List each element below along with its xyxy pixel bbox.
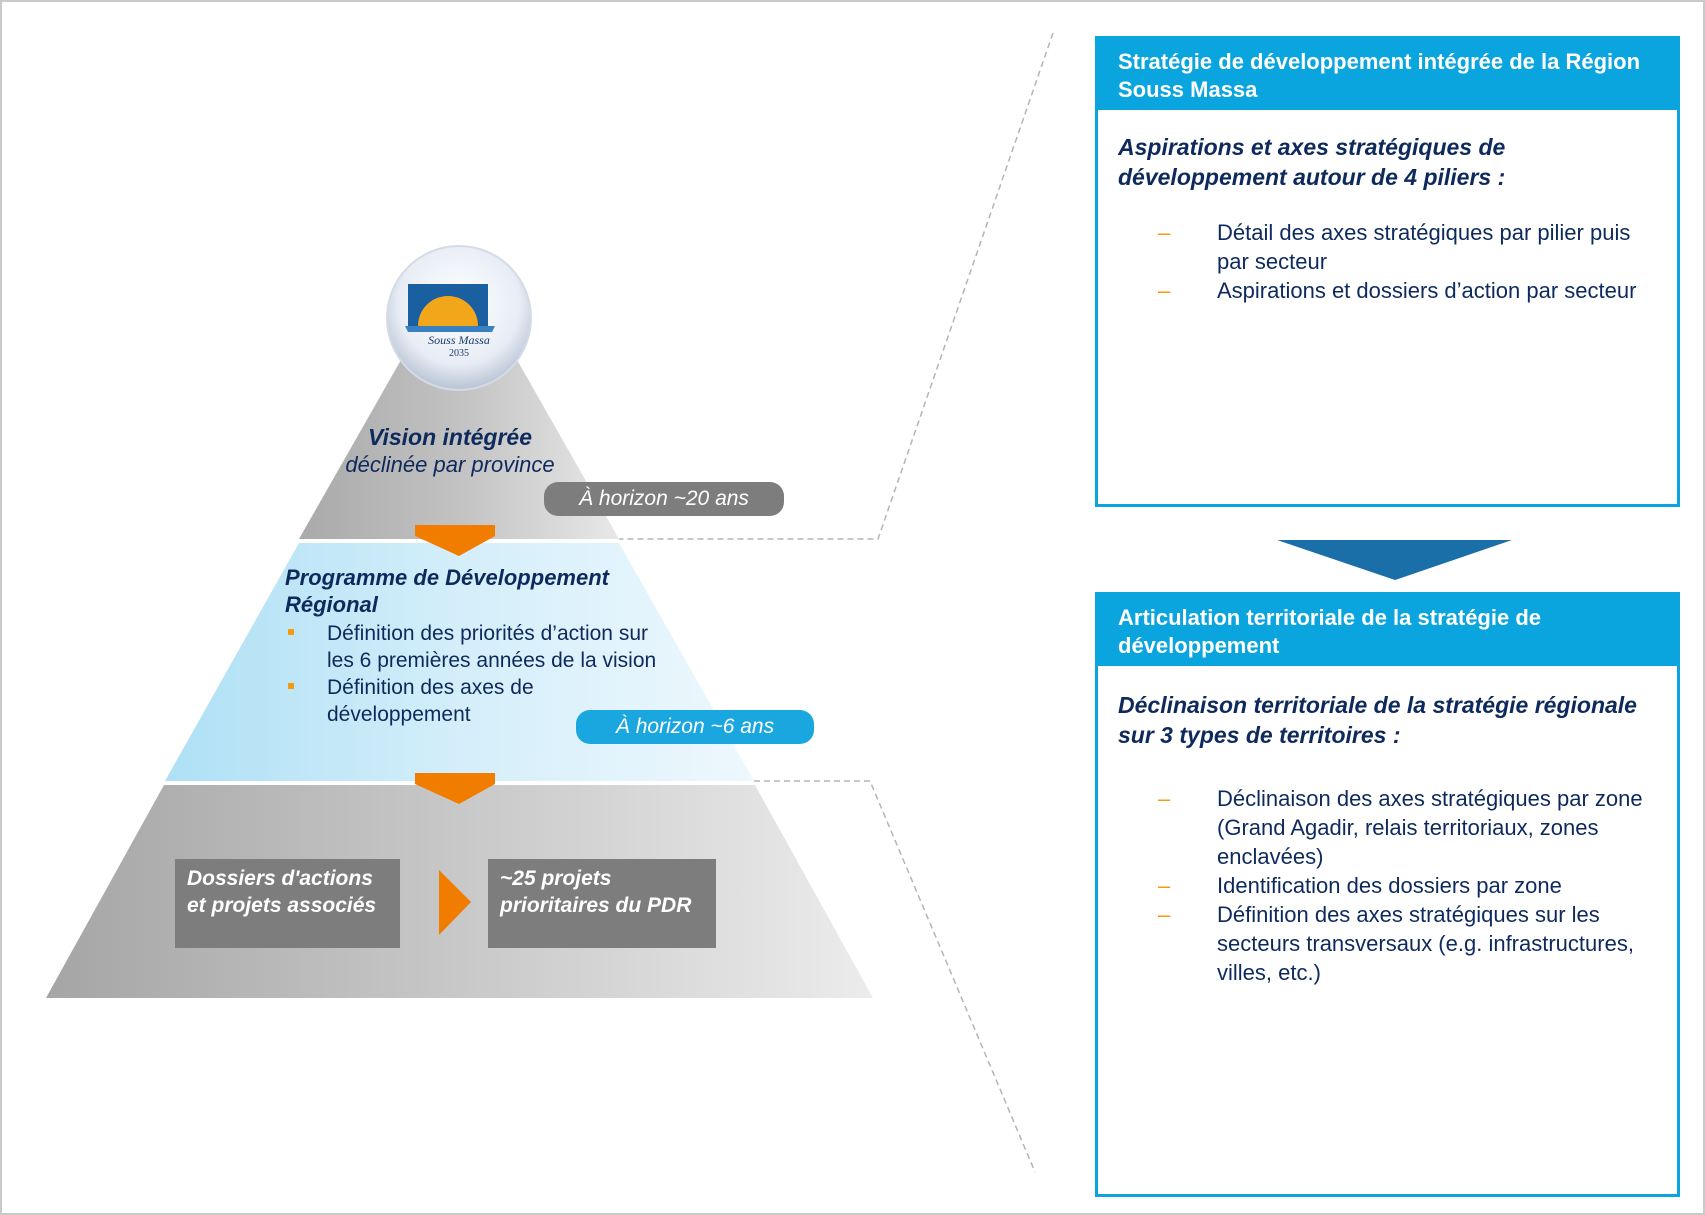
pdr-bullet-list: Définition des priorités d’action sur le… bbox=[285, 620, 665, 728]
arrow-right-icon bbox=[439, 870, 471, 935]
logo-year: 2035 bbox=[449, 348, 469, 359]
panel-item-list: –Déclinaison des axes stratégiques par z… bbox=[1098, 784, 1677, 987]
territorial-panel: Articulation territoriale de la stratégi… bbox=[1095, 592, 1680, 1197]
connector-bottom bbox=[754, 780, 1036, 1173]
list-item: Définition des priorités d’action sur le… bbox=[285, 620, 665, 674]
dash-bullet-icon: – bbox=[1158, 220, 1171, 245]
pyramid-top-tier bbox=[299, 258, 619, 539]
dash-bullet-icon: – bbox=[1158, 786, 1171, 811]
dash-bullet-icon: – bbox=[1158, 902, 1171, 927]
chevron-down-icon bbox=[415, 525, 495, 556]
bullet-square-icon bbox=[288, 629, 294, 635]
list-item: –Définition des axes stratégiques sur le… bbox=[1158, 902, 1634, 985]
dash-bullet-icon: – bbox=[1158, 873, 1171, 898]
list-item: –Détail des axes stratégiques par pilier… bbox=[1158, 220, 1631, 274]
list-item: Définition des axes de développement bbox=[285, 674, 665, 728]
horizon-6-badge: À horizon ~6 ans bbox=[576, 710, 814, 744]
vision-subtitle: déclinée par province bbox=[345, 452, 555, 477]
connector-top bbox=[619, 32, 1054, 540]
vision-title: Vision intégrée bbox=[367, 424, 533, 450]
list-item: –Aspirations et dossiers d’action par se… bbox=[1158, 278, 1637, 303]
bullet-square-icon bbox=[288, 683, 294, 689]
pdr-title: Programme de Développement Régional bbox=[285, 565, 609, 617]
dash-bullet-icon: – bbox=[1158, 278, 1171, 303]
action-dossiers-box: Dossiers d'actions et projets associés bbox=[175, 859, 400, 948]
panel-header: Stratégie de développement intégrée de l… bbox=[1098, 39, 1677, 110]
strategy-panel: Stratégie de développement intégrée de l… bbox=[1095, 36, 1680, 507]
list-item: –Déclinaison des axes stratégiques par z… bbox=[1158, 786, 1643, 869]
list-item: –Identification des dossiers par zone bbox=[1158, 873, 1562, 898]
panel-subtitle: Déclinaison territoriale de la stratégie… bbox=[1118, 692, 1637, 748]
panel-header: Articulation territoriale de la stratégi… bbox=[1098, 595, 1677, 666]
logo-text: Souss Massa bbox=[428, 333, 490, 347]
arrow-down-icon bbox=[1277, 540, 1512, 580]
panel-item-list: –Détail des axes stratégiques par pilier… bbox=[1098, 218, 1677, 305]
priority-projects-box: ~25 projets prioritaires du PDR bbox=[488, 859, 716, 948]
chevron-down-icon bbox=[415, 773, 495, 804]
horizon-20-badge: À horizon ~20 ans bbox=[544, 482, 784, 516]
panel-subtitle: Aspirations et axes stratégiques de déve… bbox=[1118, 134, 1506, 190]
